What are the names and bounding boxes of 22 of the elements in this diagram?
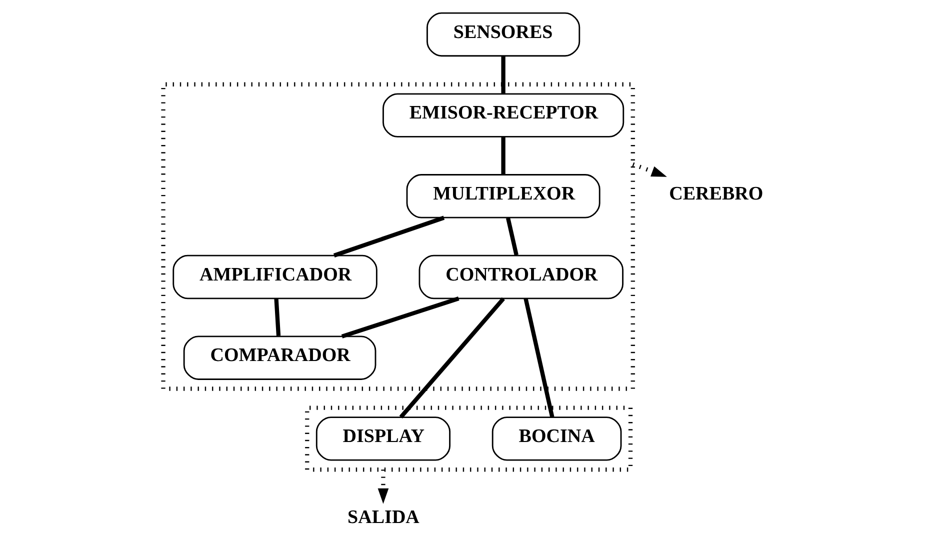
node-text: CEREBRO bbox=[668, 183, 763, 204]
node-box: SENSORES bbox=[426, 12, 580, 57]
node-box: EMISOR-RECEPTOR bbox=[382, 93, 624, 138]
connector bbox=[340, 296, 459, 338]
cluster bbox=[160, 82, 634, 391]
node-box: DISPLAY bbox=[315, 416, 450, 461]
node-box: CONTROLADOR bbox=[418, 254, 623, 300]
node-box: AMPLIFICADOR bbox=[172, 254, 377, 300]
connector bbox=[332, 216, 444, 258]
connector bbox=[505, 218, 518, 256]
connector bbox=[398, 297, 504, 418]
arrow bbox=[632, 162, 666, 177]
connector bbox=[274, 298, 280, 336]
cluster bbox=[304, 406, 632, 472]
connector bbox=[500, 137, 505, 174]
arrow bbox=[377, 470, 388, 504]
node-box: BOCINA bbox=[491, 416, 622, 461]
node-text: SALIDA bbox=[347, 506, 419, 528]
node-box: MULTIPLEXOR bbox=[406, 174, 600, 218]
connector bbox=[500, 56, 505, 94]
connector bbox=[523, 298, 554, 418]
node-box: COMPARADOR bbox=[182, 336, 376, 380]
